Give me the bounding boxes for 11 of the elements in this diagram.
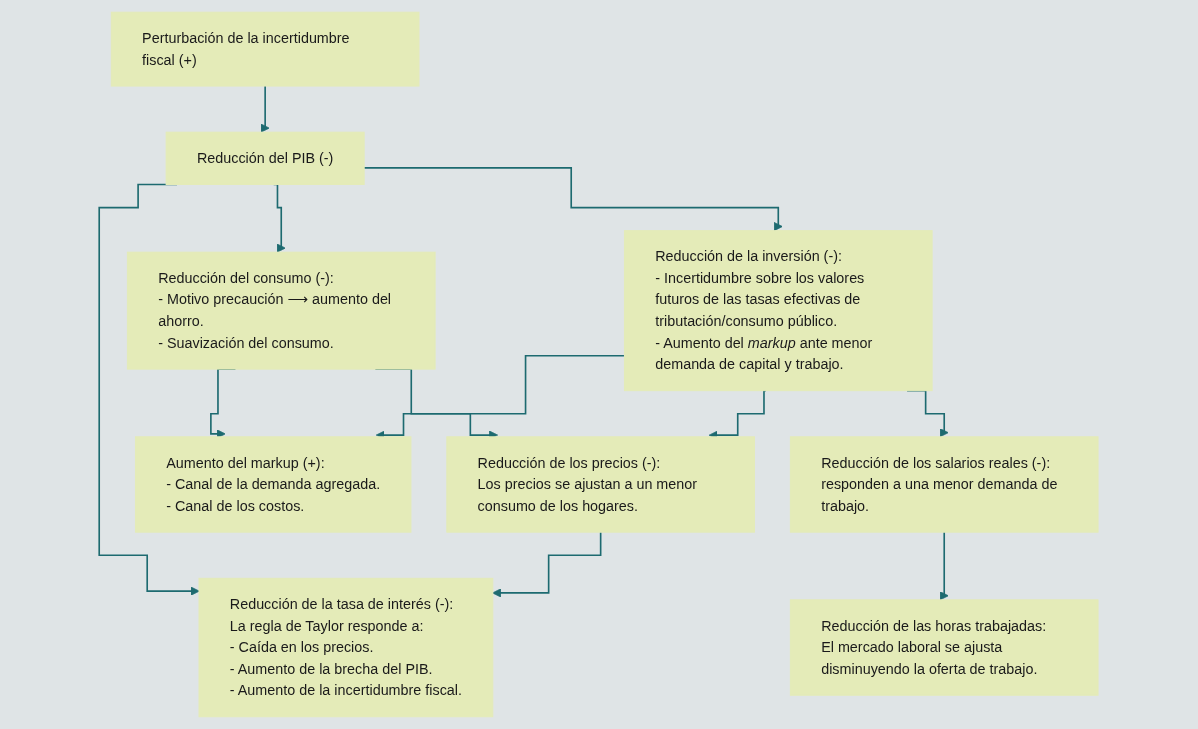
node-box: Perturbación de la incertidumbre fiscal (+) — [111, 11, 420, 87]
node-box: Reducción del PIB (-) — [166, 131, 365, 186]
node-box: Reducción de la tasa de interés (-): La regla de Taylor responde a: - Caída en los precios. - Aumento de la brecha del PIB. - Aumento de la incertidumbre fiscal. — [198, 577, 494, 718]
node-box: Reducción del consumo (-): - Motivo precaución ⟶ aumento del ahorro. - Suavización del consumo. — [127, 251, 436, 370]
arrow — [261, 85, 270, 133]
node-box: Reducción de los salarios reales (-): responden a una menor demanda de trabajo. — [790, 436, 1099, 533]
node-box: Reducción de los precios (-): Los precios se ajustan a un menor consumo de los hogares. — [446, 436, 756, 533]
arrow — [940, 531, 950, 601]
node-box: Aumento del markup (+): - Canal de la demanda agregada. - Canal de los costos. — [135, 436, 412, 533]
node-box: Reducción de las horas trabajadas: El mercado laboral se ajusta disminuyendo la oferta de trabajo. — [790, 599, 1099, 696]
node-box: Reducción de la inversión (-): - Incertidumbre sobre los valores futuros de las tasas efectivas de tributación/consumo público. - Aumento del markup ante menor demanda de capital y trabajo. — [624, 230, 933, 392]
